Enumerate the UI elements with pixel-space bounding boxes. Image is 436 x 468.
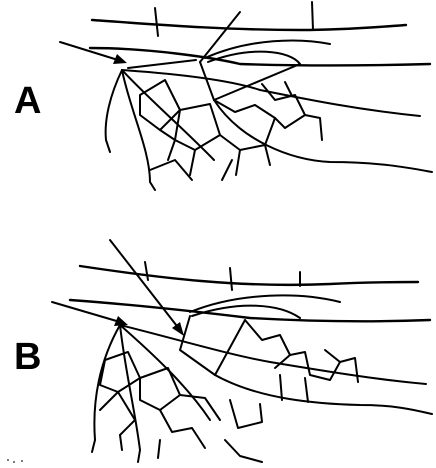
panel-a-cell-3 bbox=[160, 130, 175, 160]
panel-a-crossvein-2 bbox=[312, 2, 313, 30]
panel-a-cell-11 bbox=[150, 160, 192, 180]
panel-b-long-arrowhead bbox=[172, 322, 184, 336]
panel-a-arrowhead bbox=[113, 54, 127, 64]
panel-a-cell-5 bbox=[262, 84, 305, 128]
panel-a-arrow-shaft bbox=[60, 42, 118, 60]
panel-a-venation bbox=[60, 2, 432, 190]
panel-b-cell-2 bbox=[140, 368, 180, 410]
panel-a-anal-2 bbox=[122, 70, 150, 182]
panel-b-cell-3 bbox=[100, 392, 135, 435]
panel-b-subcosta bbox=[70, 300, 430, 321]
panel-a-cell-8 bbox=[190, 150, 232, 180]
panel-a-stigma-upper bbox=[205, 41, 330, 58]
panel-b-anal-1 bbox=[94, 325, 120, 440]
panel-b-cell-12 bbox=[225, 440, 262, 462]
panel-b-radius bbox=[120, 325, 426, 384]
panel-a-r-connector bbox=[128, 60, 196, 68]
panel-b-diag-1 bbox=[180, 316, 245, 375]
panel-b-cell-11 bbox=[92, 435, 160, 462]
panel-b-cell-4 bbox=[160, 410, 205, 448]
panel-b-cell-7 bbox=[290, 350, 340, 380]
panel-a-cell-9 bbox=[285, 82, 292, 96]
panel-a-crossvein-1 bbox=[155, 8, 158, 36]
panel-a-cell-1 bbox=[140, 80, 180, 130]
panel-b-arrowhead bbox=[114, 316, 128, 326]
scan-speck bbox=[21, 460, 23, 462]
panel-b-stigma-lower bbox=[192, 306, 300, 318]
panel-b-long-arrow-shaft bbox=[110, 240, 180, 330]
panel-b-cell-8 bbox=[340, 358, 358, 382]
panel-a-anal-1 bbox=[106, 70, 122, 140]
panel-a-stigma-lower bbox=[208, 52, 300, 64]
panel-b-costa bbox=[80, 266, 418, 285]
scan-speck bbox=[7, 459, 9, 461]
panel-b-venation bbox=[52, 240, 432, 462]
panel-b-cell-10 bbox=[230, 400, 262, 428]
panel-a-cell-6 bbox=[305, 115, 322, 140]
panel-a-subcosta bbox=[90, 48, 430, 66]
panel-a-costa bbox=[92, 20, 406, 30]
panel-a-cell-4 bbox=[214, 100, 275, 150]
panel-b-arrow-shaft bbox=[52, 302, 120, 322]
panel-a-media bbox=[214, 100, 432, 172]
scan-speck bbox=[13, 461, 15, 463]
